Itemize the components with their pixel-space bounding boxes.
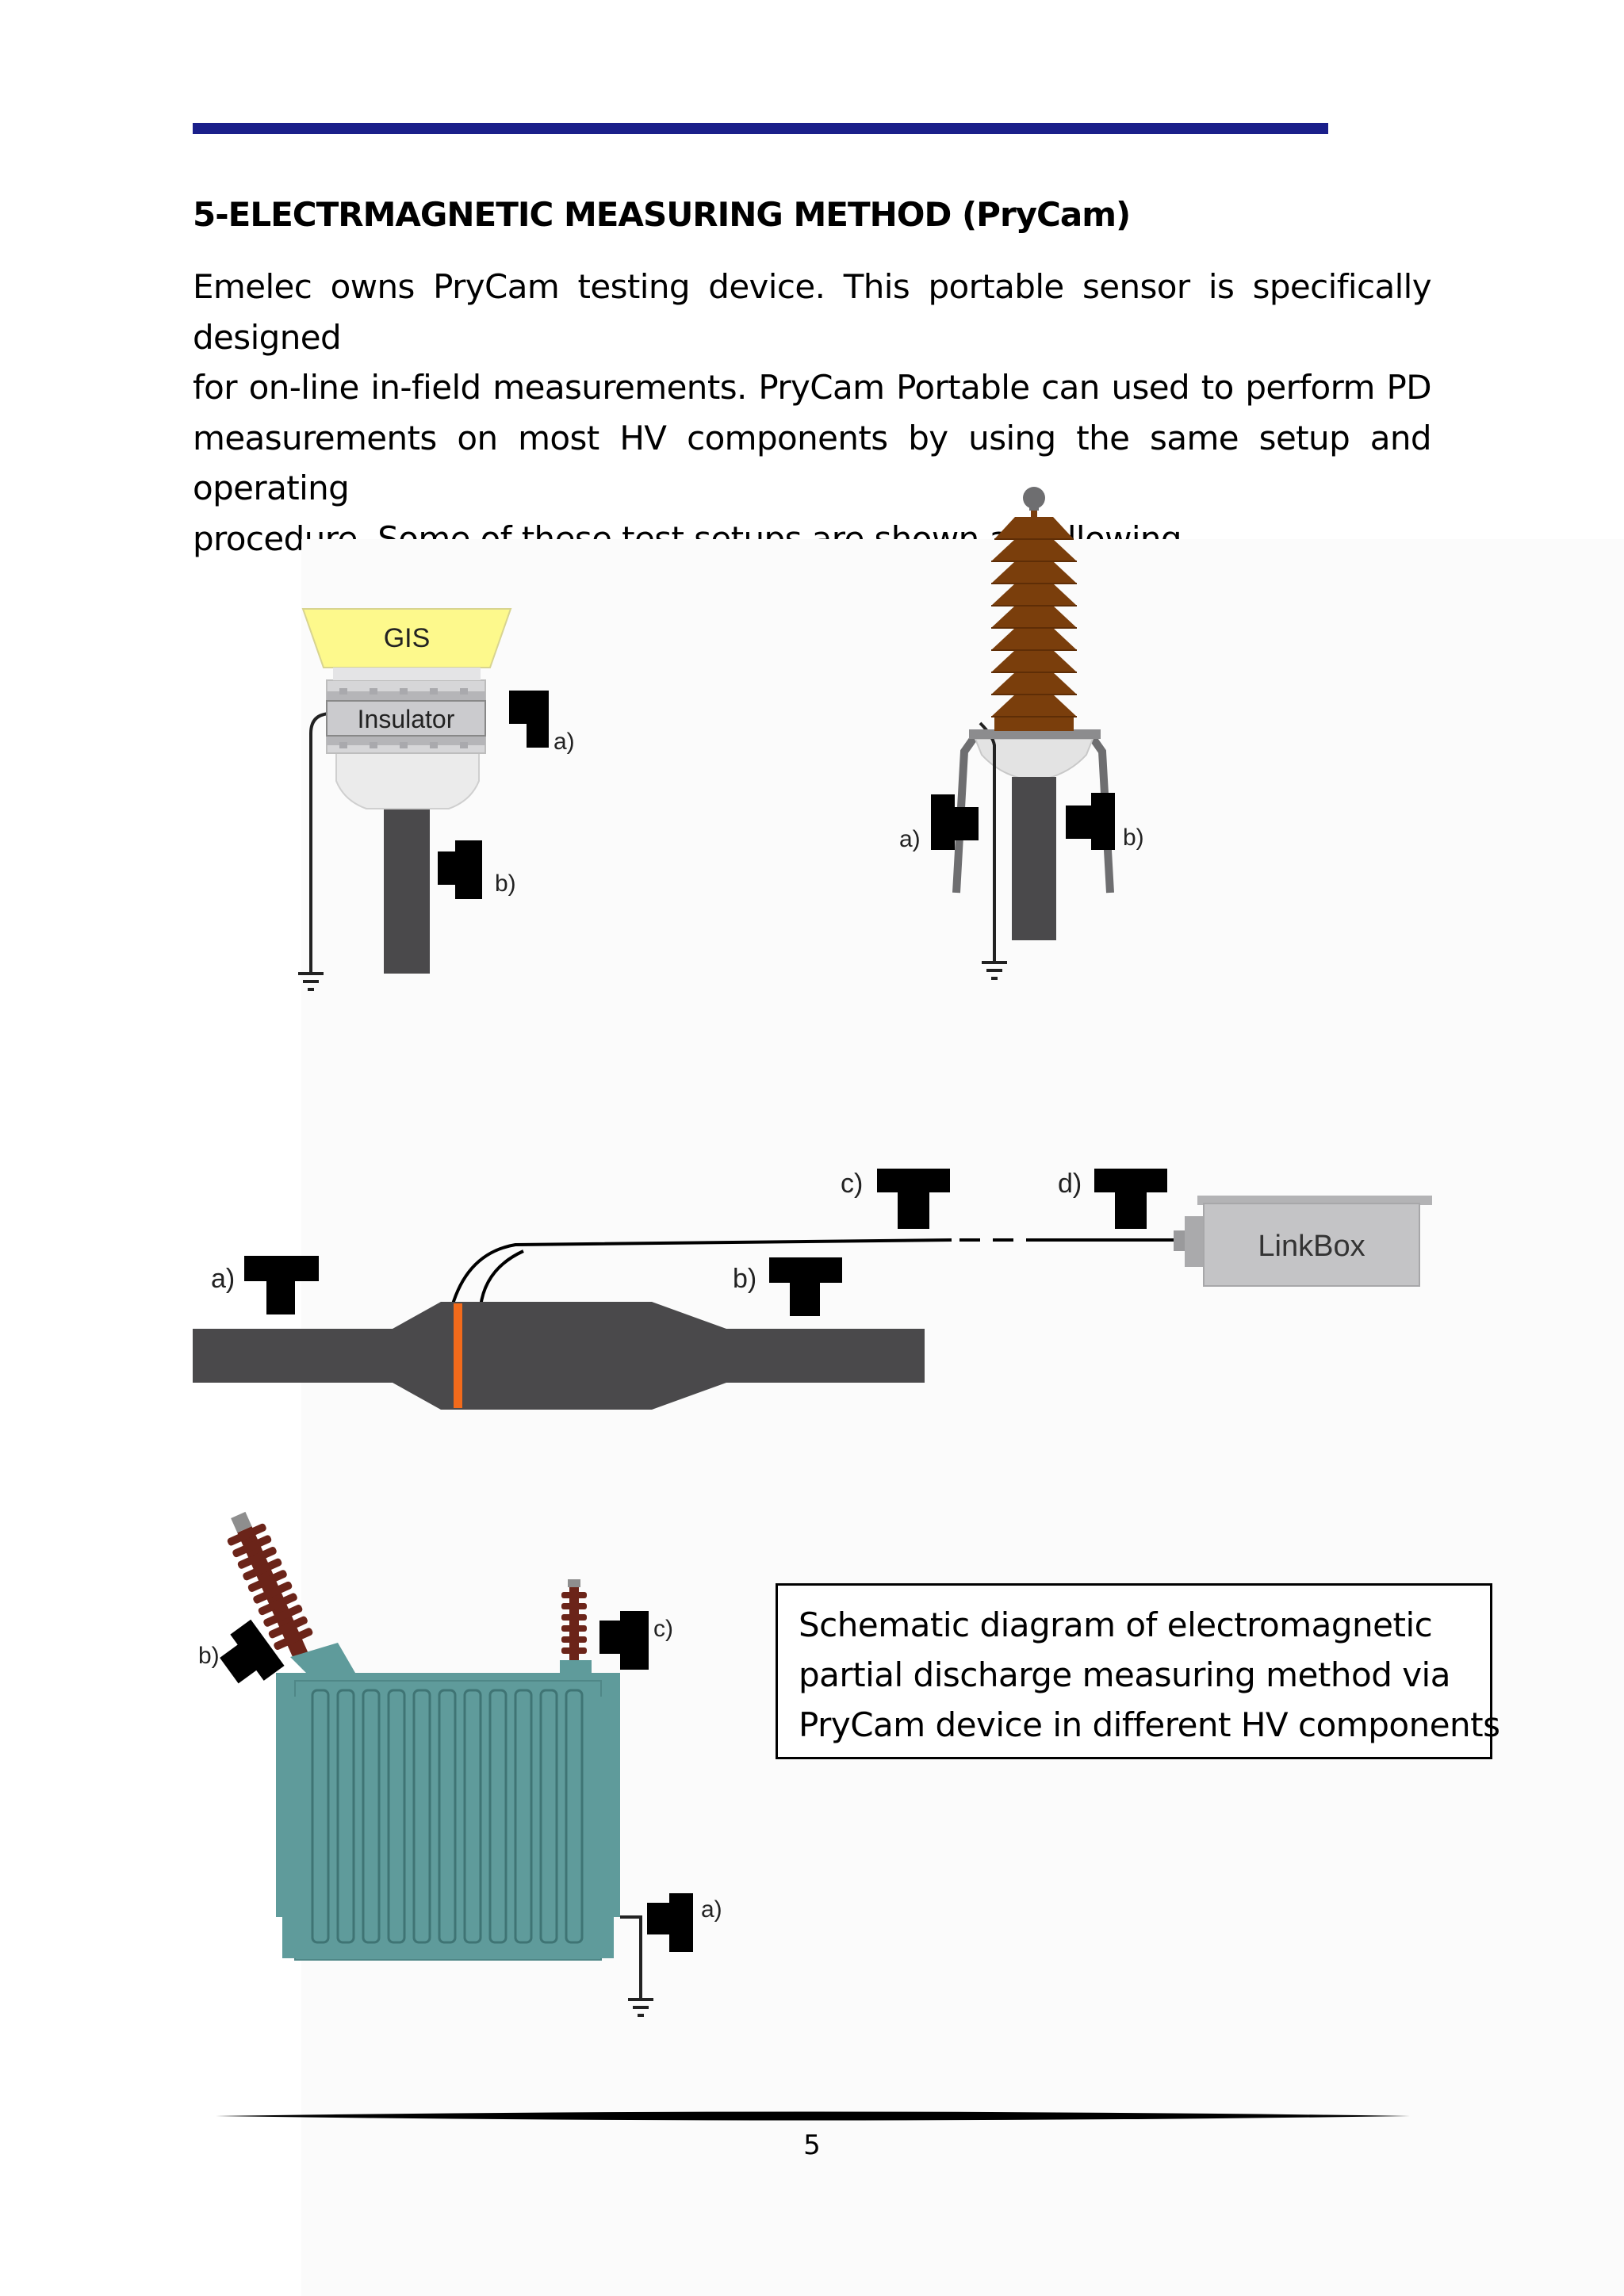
sensor-icon xyxy=(647,1893,693,1952)
transformer-diagram: a) b) c) xyxy=(198,1511,722,2017)
sensor-label-d: d) xyxy=(1058,1169,1082,1199)
sensor-icon xyxy=(1066,793,1115,850)
sensor-icon xyxy=(438,840,482,899)
gis-enclosure xyxy=(301,608,512,668)
intro-line: Emelec owns PryCam testing device. This … xyxy=(193,267,1432,357)
cooling-fins xyxy=(311,1689,584,1944)
sensor-icon xyxy=(599,1611,649,1670)
ground-symbol xyxy=(982,961,1007,980)
caption-line: PryCam device in different HV components xyxy=(799,1705,1500,1744)
sensor-icon xyxy=(509,691,549,748)
bushing-diagram: a) b) xyxy=(899,487,1144,980)
porcelain-sheds xyxy=(991,517,1077,731)
sensor-icon xyxy=(220,1619,285,1684)
caption-line: Schematic diagram of electromagnetic xyxy=(799,1605,1433,1644)
header-rule xyxy=(193,123,1328,134)
sensor-label-b: b) xyxy=(495,871,516,897)
sensor-label-a: a) xyxy=(211,1264,235,1294)
gis-label: GIS xyxy=(384,623,431,653)
linkbox-label: LinkBox xyxy=(1258,1230,1365,1263)
sensor-label-c: c) xyxy=(653,1616,673,1642)
sensor-icon xyxy=(244,1256,319,1314)
sensor-icon xyxy=(1094,1169,1167,1229)
sensor-label-c: c) xyxy=(841,1169,863,1199)
caption-line: partial discharge measuring method via xyxy=(799,1655,1450,1694)
intro-line: measurements on most HV components by us… xyxy=(193,418,1432,508)
sensor-label-a: a) xyxy=(899,826,921,852)
sensor-label-b: b) xyxy=(198,1643,220,1669)
cable-joint-diagram: a) b) c) d) LinkBox xyxy=(193,1169,1432,1410)
insulator-label: Insulator xyxy=(358,705,455,733)
footer-rule xyxy=(216,2111,1410,2121)
stress-cone-band xyxy=(454,1303,462,1408)
page-number: 5 xyxy=(803,2130,821,2161)
sensor-label-a: a) xyxy=(553,729,575,755)
sensor-icon xyxy=(931,794,979,850)
sensor-label-a: a) xyxy=(701,1896,722,1923)
ground-symbol xyxy=(628,1998,653,2017)
linkbox xyxy=(1203,1203,1420,1287)
ground-symbol xyxy=(298,969,324,991)
sensor-label-b: b) xyxy=(733,1264,756,1294)
sensor-icon xyxy=(769,1257,842,1316)
intro-line: for on-line in-field measurements. PryCa… xyxy=(193,368,1432,407)
sensor-icon xyxy=(877,1169,950,1229)
gis-diagram: Insulator GIS a) b) xyxy=(298,608,575,991)
section-heading: 5-ELECTRMAGNETIC MEASURING METHOD (PryCa… xyxy=(193,195,1131,234)
figure-caption-box: Schematic diagram of electromagnetic par… xyxy=(776,1583,1500,1759)
sensor-label-b: b) xyxy=(1123,825,1144,851)
